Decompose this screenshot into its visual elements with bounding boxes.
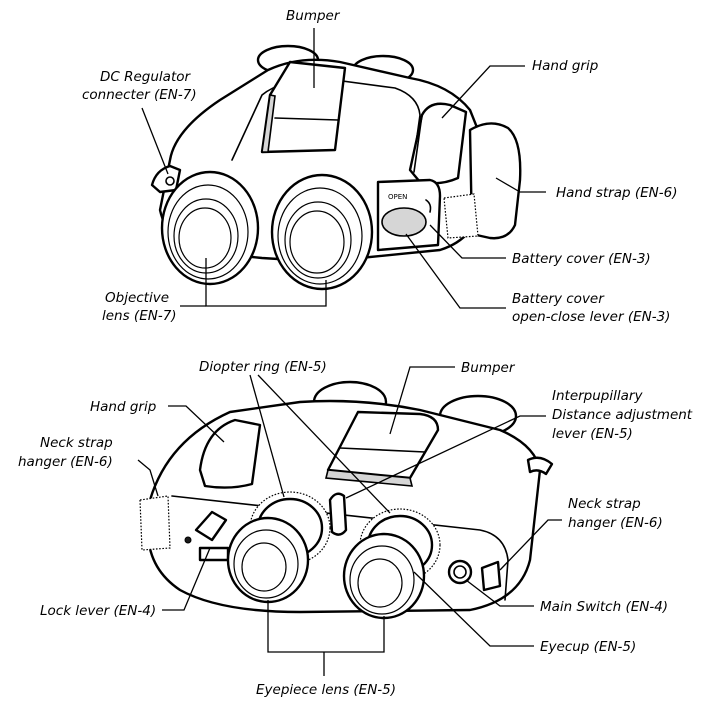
leader-main-switch <box>465 579 534 607</box>
label-dc-regulator-2: connecter (EN-7) <box>82 87 197 103</box>
label-neck-strap-left-2: hanger (EN-6) <box>18 454 113 470</box>
leader-diopter-left <box>249 374 285 498</box>
label-neck-strap-right-2: hanger (EN-6) <box>568 515 663 531</box>
leader-bumper-bottom <box>389 366 455 435</box>
leader-hand-strap <box>495 177 546 193</box>
objective-lens-right <box>270 173 374 291</box>
label-interpupillary-2: Distance adjustment <box>552 407 693 423</box>
bottom-front-face <box>171 495 509 601</box>
label-hand-strap: Hand strap (EN-6) <box>556 185 677 201</box>
label-dc-regulator-1: DC Regulator <box>100 69 192 85</box>
label-diopter-ring: Diopter ring (EN-5) <box>199 359 327 375</box>
label-neck-strap-right-1: Neck strap <box>568 496 641 512</box>
leader-hand-grip-top <box>441 65 525 119</box>
label-hand-grip-top: Hand grip <box>532 58 598 74</box>
open-marking-text: OPEN <box>388 193 407 201</box>
eyepiece-right <box>342 508 441 620</box>
leader-eyecup <box>413 571 534 647</box>
binocular-eyepiece-side-illustration <box>139 380 554 620</box>
label-battery-cover: Battery cover (EN-3) <box>512 251 651 267</box>
leader-diopter-right <box>257 374 391 514</box>
leader-hand-grip-bottom <box>168 405 225 443</box>
leader-neck-strap-right <box>499 519 562 571</box>
label-lock-lever: Lock lever (EN-4) <box>40 603 156 619</box>
bottom-hand-grip-pad <box>198 418 262 489</box>
label-eyepiece-lens: Eyepiece lens (EN-5) <box>256 682 396 698</box>
leader-battery-lever <box>405 233 506 309</box>
label-battery-lever-1: Battery cover <box>512 291 605 307</box>
label-bumper-top: Bumper <box>286 8 341 24</box>
label-interpupillary-1: Interpupillary <box>552 388 643 404</box>
interpupillary-distance-lever <box>328 492 348 536</box>
leader-lock-lever <box>162 547 211 611</box>
leader-interpupillary <box>345 415 546 499</box>
objective-lens-left <box>160 170 260 286</box>
battery-cover-lever <box>381 207 427 237</box>
leader-neck-strap-left <box>137 459 159 497</box>
leader-objective-bracket <box>205 258 327 307</box>
label-main-switch: Main Switch (EN-4) <box>540 599 668 615</box>
label-hand-grip-bottom: Hand grip <box>90 399 156 415</box>
top-hand-strap <box>468 122 522 240</box>
lock-lever <box>194 510 228 542</box>
top-plateau <box>231 77 421 173</box>
leader-battery-cover <box>429 224 506 259</box>
label-bumper-bottom: Bumper <box>461 360 516 376</box>
label-objective-2: lens (EN-7) <box>102 308 177 324</box>
neck-strap-hanger-right <box>480 560 502 592</box>
label-objective-1: Objective <box>105 290 169 306</box>
eyepiece-left <box>226 491 331 604</box>
label-battery-lever-2: open-close lever (EN-3) <box>512 309 670 325</box>
bottom-leader-lines <box>137 366 562 676</box>
label-eyecup: Eyecup (EN-5) <box>540 639 636 655</box>
binocular-objective-side-illustration: OPEN <box>150 44 522 291</box>
main-switch <box>447 559 473 585</box>
label-neck-strap-left-1: Neck strap <box>40 435 113 451</box>
leader-dc-regulator <box>141 107 169 175</box>
leader-eyepiece-bracket <box>267 600 385 653</box>
bottom-bumper-block <box>326 410 440 480</box>
neck-strap-hanger-left <box>139 495 171 551</box>
label-interpupillary-3: lever (EN-5) <box>552 426 633 442</box>
top-leader-lines <box>141 28 546 309</box>
